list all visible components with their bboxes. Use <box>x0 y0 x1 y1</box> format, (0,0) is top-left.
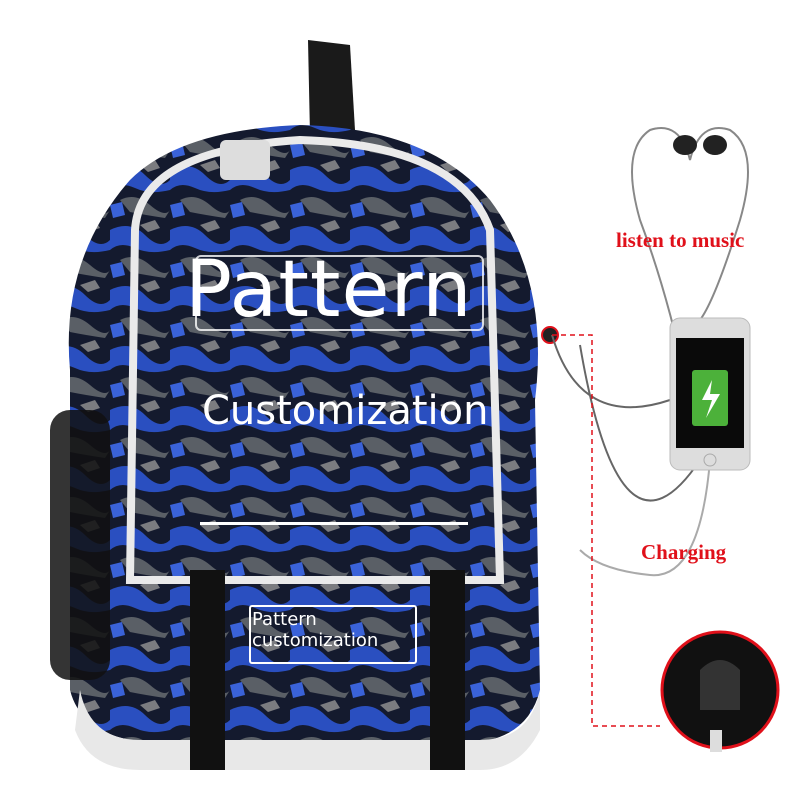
earbud-icon <box>673 135 697 155</box>
side-mesh-pocket <box>50 410 110 680</box>
overlay-divider <box>200 522 468 525</box>
top-handle <box>308 40 355 135</box>
tag-line-1: Pattern <box>252 609 317 630</box>
title-frame <box>195 255 484 331</box>
earbud-icon <box>703 135 727 155</box>
overlay-title: Pattern <box>185 245 473 335</box>
charging-callout: Charging <box>641 540 727 564</box>
accessories-illustration <box>551 127 780 752</box>
music-callout: listen to music <box>616 228 745 252</box>
overlay-tag: Pattern customization <box>252 609 378 651</box>
dashed-connector <box>552 334 660 727</box>
tag-line-2: customization <box>252 630 379 651</box>
overlay-subtitle: Customization <box>202 388 489 434</box>
usb-cable <box>551 334 701 502</box>
tag-frame <box>249 605 417 664</box>
backpack-image <box>50 40 559 770</box>
earphone-cable <box>631 127 749 401</box>
